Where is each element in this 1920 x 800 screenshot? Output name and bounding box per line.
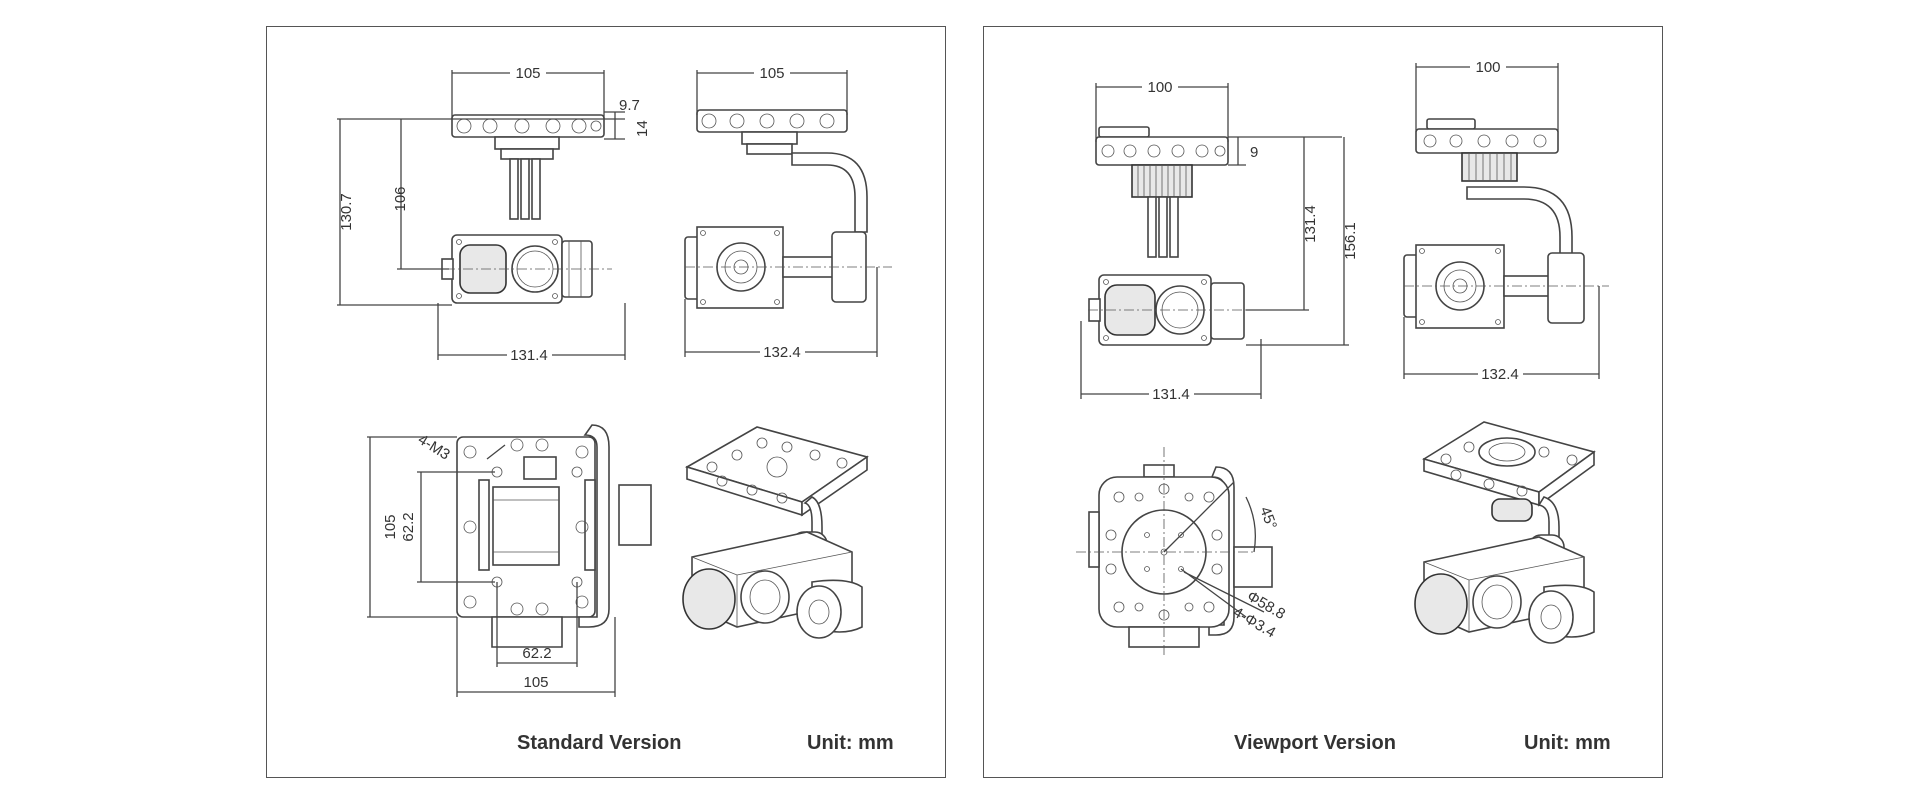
std-front-height-total: 130.7	[338, 193, 355, 231]
vp-side-width-top: 100	[1475, 59, 1500, 76]
std-top-h-outer: 105	[382, 514, 399, 539]
vp-front-height-total: 156.1	[1342, 222, 1359, 260]
vp-front-d1: 9	[1250, 144, 1258, 161]
viewport-version-caption: Viewport Version	[1234, 732, 1396, 754]
viewport-version-panel: 100 9 131.4 156.1 131.4	[983, 26, 1663, 778]
standard-version-panel: 105 130.7 106 9.7 14 131.4	[266, 26, 946, 778]
standard-top-view: 4-M3 105 62.2 62.2 105	[367, 424, 652, 697]
viewport-top-view: 45° Φ58.8 4-Φ3.4	[1076, 447, 1288, 657]
vp-front-width-bottom: 131.4	[1152, 386, 1190, 403]
std-top-holes-label: 4-M3	[415, 431, 453, 464]
vp-top-angle: 45°	[1256, 505, 1280, 532]
standard-front-view: 105 130.7 106 9.7 14 131.4	[337, 64, 651, 364]
viewport-unit-caption: Unit: mm	[1524, 732, 1611, 754]
std-front-width-top: 105	[515, 65, 540, 82]
std-front-d2: 14	[634, 120, 651, 137]
standard-version-caption: Standard Version	[517, 732, 682, 754]
viewport-front-view: 100 9 131.4 156.1 131.4	[1080, 79, 1359, 403]
viewport-side-view: 100 132.4	[1403, 58, 1609, 383]
standard-isometric-view	[682, 426, 869, 639]
standard-drawings: 105 130.7 106 9.7 14 131.4	[337, 64, 892, 697]
standard-side-view: 105 132.4	[684, 64, 892, 361]
viewport-isometric-view	[1414, 421, 1596, 644]
std-side-width-top: 105	[759, 65, 784, 82]
std-front-d1: 9.7	[619, 97, 640, 114]
viewport-drawings: 100 9 131.4 156.1 131.4	[1076, 58, 1609, 657]
std-front-height-inner: 106	[392, 186, 409, 211]
vp-front-width-top: 100	[1147, 79, 1172, 96]
std-top-w-inner: 62.2	[522, 645, 551, 662]
std-side-width-bottom: 132.4	[763, 344, 801, 361]
std-front-width-bottom: 131.4	[510, 347, 548, 364]
vp-front-height-inner: 131.4	[1302, 205, 1319, 243]
standard-unit-caption: Unit: mm	[807, 732, 894, 754]
std-top-w-outer: 105	[523, 674, 548, 691]
vp-side-width-bottom: 132.4	[1481, 366, 1519, 383]
std-top-h-inner: 62.2	[400, 512, 417, 541]
